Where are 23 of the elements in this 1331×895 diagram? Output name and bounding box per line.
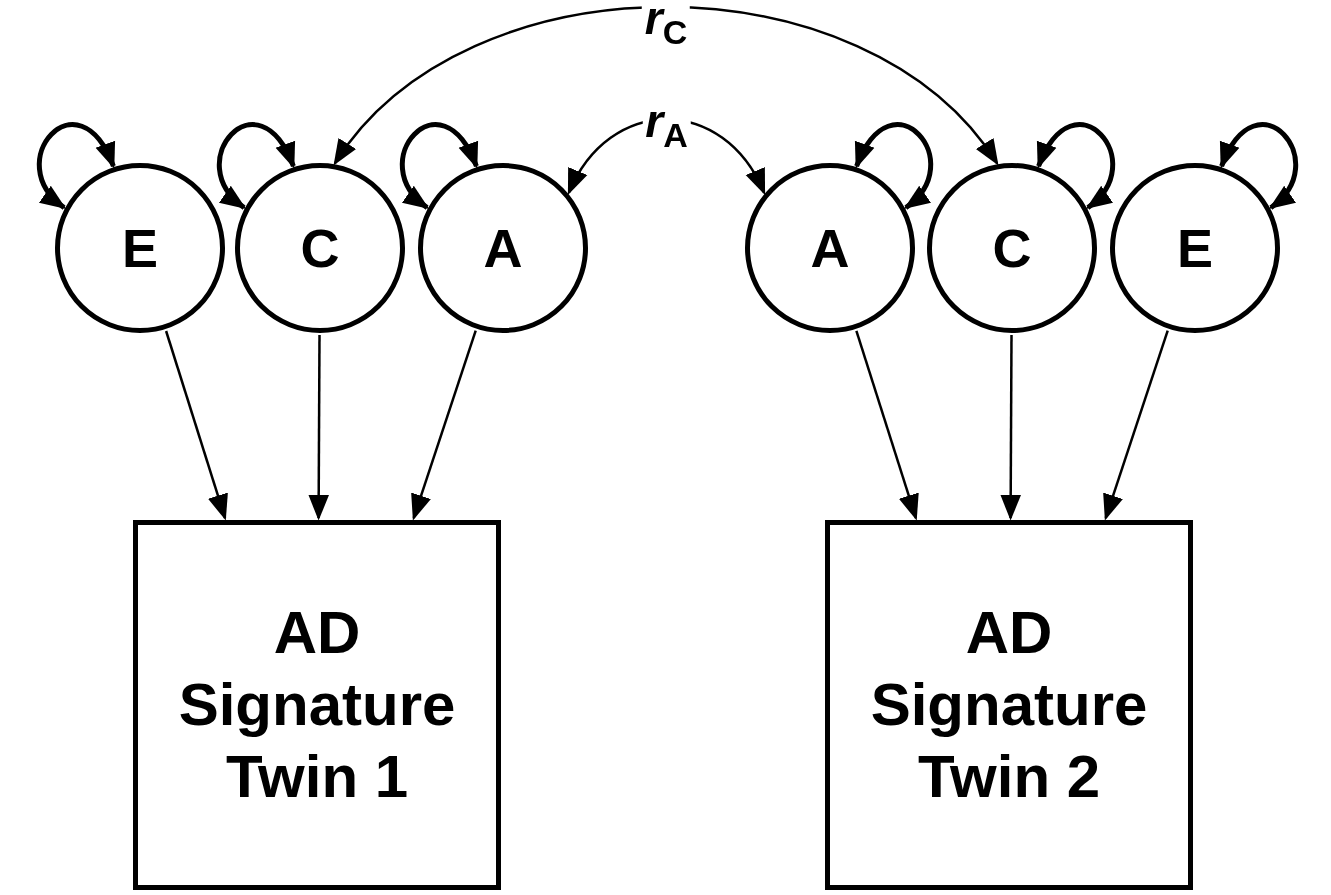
arrow	[308, 335, 330, 521]
covariance-arrow	[333, 6, 999, 166]
circle-label: A	[483, 217, 523, 279]
variance-loop	[37, 122, 116, 210]
variance-loop	[1219, 122, 1298, 210]
circle-label: C	[300, 217, 340, 279]
variance-loop	[1036, 122, 1115, 210]
observed-variable-box	[133, 520, 501, 890]
observed-variable-box	[825, 520, 1193, 890]
arrow	[164, 330, 228, 521]
circle-label: C	[992, 217, 1032, 279]
circle-label: E	[1177, 217, 1213, 279]
circle-label: E	[122, 217, 158, 279]
circle-label: A	[810, 217, 850, 279]
arrow	[411, 330, 477, 521]
arrow	[855, 330, 919, 521]
arrow	[1000, 335, 1022, 521]
variance-loop	[854, 122, 933, 210]
box-label: AD Signature Twin 1	[177, 598, 457, 812]
variance-loop	[400, 122, 479, 210]
box-label: AD Signature Twin 2	[869, 598, 1149, 812]
variance-loop	[217, 122, 296, 210]
arrow	[1103, 330, 1169, 521]
